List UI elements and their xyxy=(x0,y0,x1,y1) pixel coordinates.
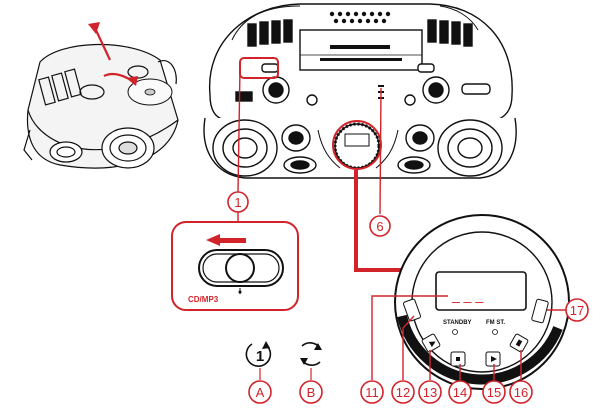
callout-B: B xyxy=(299,380,323,404)
callout-13-label: 13 xyxy=(423,385,437,400)
button-17 xyxy=(531,298,549,324)
callout-A: A xyxy=(248,380,272,404)
callouts: 1 6 11 12 13 14 15 16 xyxy=(227,191,589,404)
callout-leaders xyxy=(237,67,382,222)
lcd-display xyxy=(435,271,527,311)
center-control-dial xyxy=(333,122,381,170)
callout-15: 15 xyxy=(482,380,506,404)
switch-inset: CD/MP3 xyxy=(171,221,299,311)
callout-A-label: A xyxy=(256,385,265,400)
callout-16-label: 16 xyxy=(514,385,528,400)
zoom-connector-line xyxy=(354,170,410,272)
callout-14-label: 14 xyxy=(453,385,467,400)
callout-11-label: 11 xyxy=(365,385,379,400)
callout-11: 11 xyxy=(360,380,384,404)
insert-disc-arrows xyxy=(88,22,138,86)
lcd-display-text: _ _ _ xyxy=(451,287,483,303)
svg-text:1: 1 xyxy=(256,348,264,365)
fm-st-indicator xyxy=(492,329,498,335)
boombox-small-illustration xyxy=(23,43,179,169)
top-grille xyxy=(329,11,391,24)
callout-14: 14 xyxy=(448,380,472,404)
callout-B-label: B xyxy=(307,385,316,400)
callout-15-label: 15 xyxy=(487,385,501,400)
repeat-one-icon: 1 xyxy=(245,341,272,380)
callout-13: 13 xyxy=(418,380,442,404)
callout-12-label: 12 xyxy=(396,385,410,400)
callout-17-label: 17 xyxy=(570,303,584,318)
button-12 xyxy=(403,298,421,322)
callout-1-label: 1 xyxy=(234,195,241,210)
right-vent-slots xyxy=(427,19,473,47)
callout-12: 12 xyxy=(391,380,415,404)
callout-16: 16 xyxy=(509,380,533,404)
callout-6-label: 6 xyxy=(376,219,383,234)
callout-1: 1 xyxy=(227,191,249,213)
panel-buttons xyxy=(403,298,549,367)
standby-indicator xyxy=(452,329,458,335)
repeat-all-icon xyxy=(300,342,322,380)
cd-mp3-label: CD/MP3 xyxy=(188,295,219,304)
right-speaker xyxy=(437,119,503,177)
zoomed-control-panel: _ _ _ STANDBY FM ST. xyxy=(394,214,570,390)
fm-st-label: FM ST. xyxy=(486,320,505,326)
left-vent-slots xyxy=(247,19,293,47)
left-speaker xyxy=(212,119,278,177)
callout-6: 6 xyxy=(369,215,391,237)
switch-direction-arrow xyxy=(206,234,246,246)
standby-label: STANDBY xyxy=(443,320,472,326)
boombox-large-illustration xyxy=(203,3,517,179)
panel-leaders xyxy=(371,295,566,380)
callout-17: 17 xyxy=(565,298,589,322)
cd-disc xyxy=(127,78,173,106)
